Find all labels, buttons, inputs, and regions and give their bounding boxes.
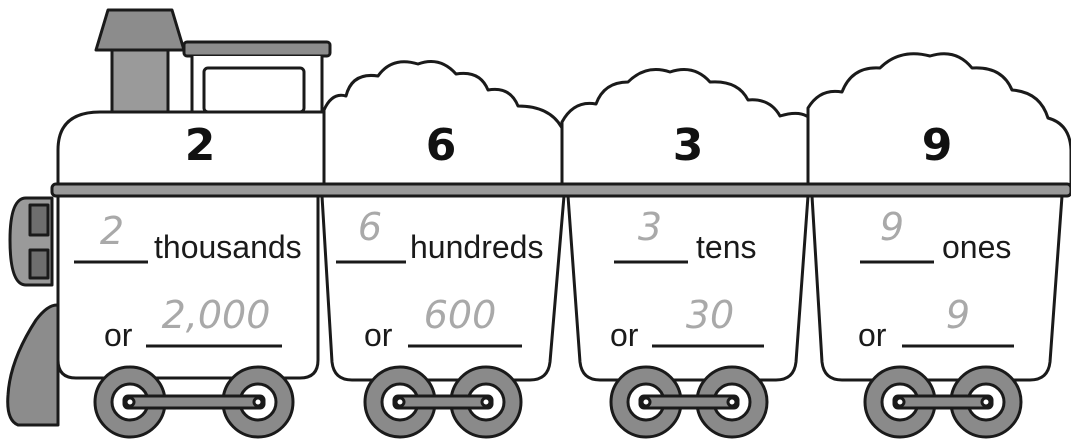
car-thousands: 2 thousands or 2,000 (74, 209, 302, 353)
place-value-label: tens (696, 229, 756, 265)
cab-window (202, 66, 306, 114)
train-frame-rail (50, 182, 1071, 198)
smoke-cloud (806, 52, 1071, 190)
coupling-rod (392, 394, 494, 410)
place-value-label: thousands (154, 229, 302, 265)
coupling-rod (122, 394, 266, 410)
rod-pin (394, 396, 406, 408)
car-body-2 (320, 194, 566, 382)
locomotive (6, 8, 332, 427)
value-answer: 9 (946, 293, 970, 337)
smoke-clouds (322, 52, 1071, 190)
value-answer: 2,000 (162, 293, 271, 337)
place-value-label: ones (942, 229, 1011, 265)
rod-pin (252, 396, 264, 408)
wheel-pair-2 (363, 365, 523, 439)
rod-pin (980, 396, 992, 408)
or-label: or (858, 317, 887, 353)
cowcatcher (6, 303, 60, 427)
wheel-pair-1 (93, 365, 295, 439)
place-answer: 2 (100, 209, 124, 253)
car-body-4 (810, 194, 1064, 382)
place-answer: 3 (638, 205, 662, 249)
or-label: or (610, 317, 639, 353)
or-label: or (104, 317, 133, 353)
cab-roof (182, 40, 332, 58)
place-answer: 9 (880, 205, 904, 249)
car-hundreds: 6 hundreds or 600 (336, 205, 543, 353)
smoke-cloud (322, 60, 570, 190)
coupling-rod (892, 394, 994, 410)
wheel-pair-3 (609, 365, 769, 439)
rod-pin (894, 396, 906, 408)
smokestack (94, 8, 186, 52)
smoke-cloud (560, 68, 816, 190)
car-ones: 9 ones or 9 (858, 205, 1014, 353)
car-body-3 (566, 194, 810, 382)
digit-thousands: 2 (185, 120, 216, 171)
digit-ones: 9 (922, 120, 953, 171)
digit-hundreds: 6 (426, 120, 457, 171)
wheels (93, 365, 1023, 439)
digit-tens: 3 (673, 120, 704, 171)
place-value-label: hundreds (410, 229, 543, 265)
rod-pin (480, 396, 492, 408)
boiler (56, 110, 332, 190)
value-answer: 30 (686, 293, 734, 337)
rod-pin (640, 396, 652, 408)
headlight-lens-bottom (28, 248, 50, 280)
headlight-lens-top (28, 203, 50, 237)
place-answer: 6 (358, 205, 382, 249)
rod-pin (124, 396, 136, 408)
wheel-pair-4 (863, 365, 1023, 439)
smokestack-base (110, 48, 170, 114)
coupling-rod (638, 394, 740, 410)
car-tens: 3 tens or 30 (610, 205, 764, 353)
car-bodies (56, 194, 1064, 382)
value-answer: 600 (424, 293, 497, 337)
number-digits: 2 6 3 9 (185, 120, 953, 171)
or-label: or (364, 317, 393, 353)
rod-pin (726, 396, 738, 408)
car-body-1 (56, 194, 320, 380)
